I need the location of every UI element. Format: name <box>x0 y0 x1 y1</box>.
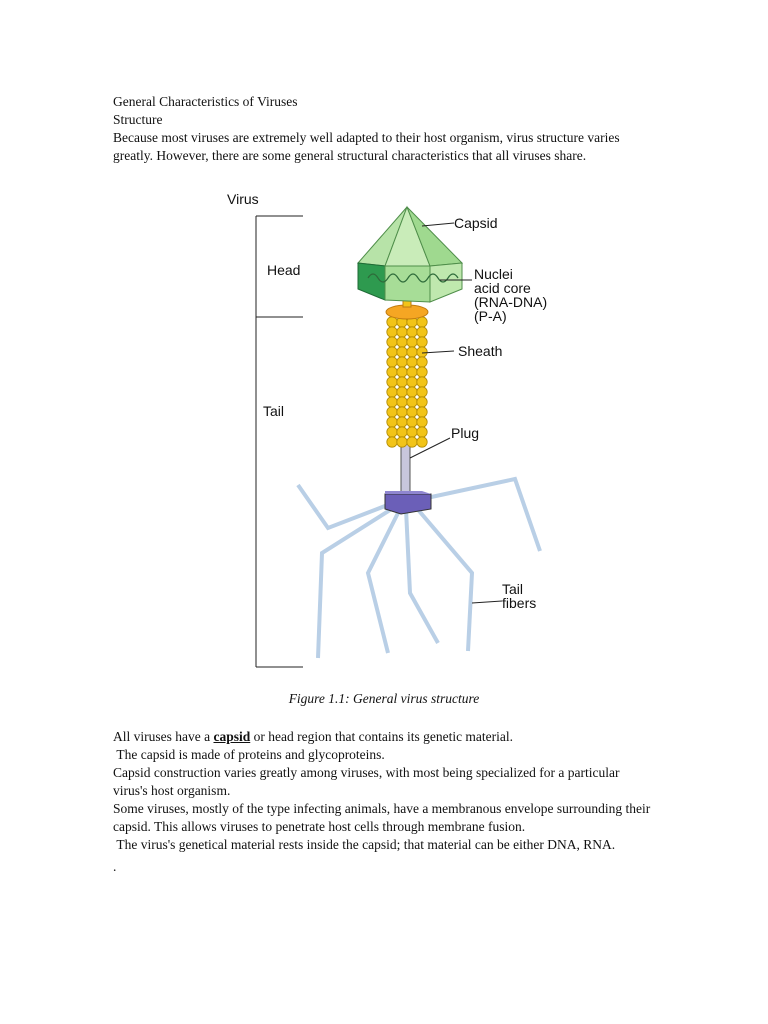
sheath-bead <box>387 327 397 337</box>
sheath-bead <box>407 387 417 397</box>
body-paragraph-1: All viruses have a capsid or head region… <box>113 728 653 746</box>
sheath-bead <box>387 367 397 377</box>
body-paragraph-5: The virus's genetical material rests ins… <box>113 836 653 854</box>
sheath-bead <box>407 327 417 337</box>
intro-paragraph: Because most viruses are extremely well … <box>113 129 653 165</box>
label-sheath: Sheath <box>458 343 502 359</box>
sheath-bead <box>387 407 397 417</box>
plug-rod <box>401 441 410 493</box>
label-capsid: Capsid <box>454 215 498 231</box>
label-virus: Virus <box>227 191 259 207</box>
label-tail: Tail <box>263 403 284 419</box>
sheath-bead <box>397 407 407 417</box>
document-heading: General Characteristics of Viruses <box>113 93 653 111</box>
body-section: All viruses have a capsid or head region… <box>113 728 653 876</box>
sheath-bead <box>417 377 427 387</box>
sheath-bead <box>387 427 397 437</box>
capsid <box>358 207 462 302</box>
sheath-bead <box>407 427 417 437</box>
sheath-bead <box>417 387 427 397</box>
base-plate <box>385 491 431 514</box>
body-paragraph-6: . <box>113 858 653 876</box>
sheath-bead <box>407 377 417 387</box>
sheath-bead <box>397 377 407 387</box>
label-head: Head <box>267 262 300 278</box>
sheath-bead <box>397 347 407 357</box>
sheath-bead <box>387 417 397 427</box>
sheath-bead <box>397 387 407 397</box>
sheath-bead <box>387 437 397 447</box>
sheath-bead <box>387 357 397 367</box>
intro-section: General Characteristics of Viruses Struc… <box>113 93 653 165</box>
sheath-bead <box>407 407 417 417</box>
sheath-bead <box>397 337 407 347</box>
label-tail-fibers-2: fibers <box>502 595 536 611</box>
body-paragraph-4: Some viruses, mostly of the type infecti… <box>113 800 653 836</box>
body-paragraph-3: Capsid construction varies greatly among… <box>113 764 653 800</box>
p1-after: or head region that contains its genetic… <box>250 729 513 744</box>
sheath-bead <box>387 337 397 347</box>
document-subheading: Structure <box>113 111 653 129</box>
sheath-bead <box>407 437 417 447</box>
sheath-bead <box>407 347 417 357</box>
sheath-bead <box>397 357 407 367</box>
figure-caption: Figure 1.1: General virus structure <box>0 691 768 707</box>
sheath-bead <box>407 337 417 347</box>
sheath-bead <box>407 367 417 377</box>
sheath-bead <box>407 417 417 427</box>
sheath-bead <box>417 327 427 337</box>
sheath-bead <box>387 397 397 407</box>
sheath-bead <box>397 427 407 437</box>
sheath-bead <box>417 427 427 437</box>
sheath-bead <box>417 367 427 377</box>
sheath-bead <box>417 337 427 347</box>
label-plug: Plug <box>451 425 479 441</box>
sheath-bead <box>387 387 397 397</box>
sheath-bead <box>387 377 397 387</box>
sheath-bead <box>407 357 417 367</box>
sheath <box>387 317 427 447</box>
sheath-bead <box>417 437 427 447</box>
body-paragraph-2: The capsid is made of proteins and glyco… <box>113 746 653 764</box>
sheath-bead <box>397 397 407 407</box>
virus-structure-figure: Virus Head Tail <box>200 183 580 678</box>
sheath-bead <box>397 327 407 337</box>
sheath-bead <box>417 397 427 407</box>
sheath-bead <box>397 367 407 377</box>
sheath-bead <box>417 347 427 357</box>
capsid-term: capsid <box>213 729 250 744</box>
p1-before: All viruses have a <box>113 729 213 744</box>
sheath-bead <box>387 347 397 357</box>
bracket <box>256 216 303 667</box>
sheath-bead <box>407 397 417 407</box>
sheath-bead <box>417 417 427 427</box>
sheath-bead <box>397 417 407 427</box>
sheath-bead <box>417 407 427 417</box>
sheath-bead <box>397 437 407 447</box>
label-nucleic-4: (P-A) <box>474 308 507 324</box>
virus-diagram: Virus Head Tail <box>200 183 580 678</box>
sheath-bead <box>417 357 427 367</box>
